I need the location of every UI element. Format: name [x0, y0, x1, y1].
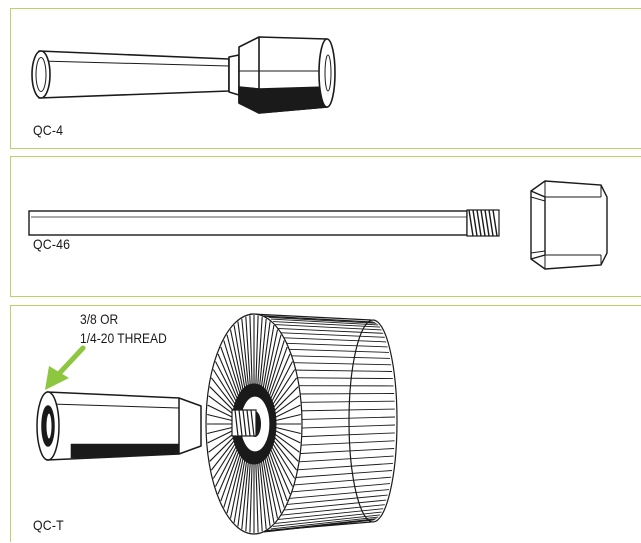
product-label: QC-4 [33, 122, 63, 138]
thread-annotation-line-1: 3/8 OR [80, 310, 167, 329]
product-label: QC-46 [33, 236, 70, 252]
qc-46-threaded-rod-and-hex-nut-icon [11, 157, 641, 298]
product-panel-qc-t: 3/8 OR 1/4-20 THREAD QC-T [10, 305, 641, 542]
product-label: QC-T [33, 517, 64, 533]
qc-4-shaft-and-hex-nut-icon [11, 9, 641, 150]
pointer-arrow-icon [45, 348, 83, 390]
thread-annotation-line-2: 1/4-20 THREAD [80, 329, 167, 348]
thread-annotation: 3/8 OR 1/4-20 THREAD [80, 310, 167, 348]
product-panel-qc-4: QC-4 [10, 8, 641, 149]
product-panel-qc-46: QC-46 [10, 156, 641, 297]
